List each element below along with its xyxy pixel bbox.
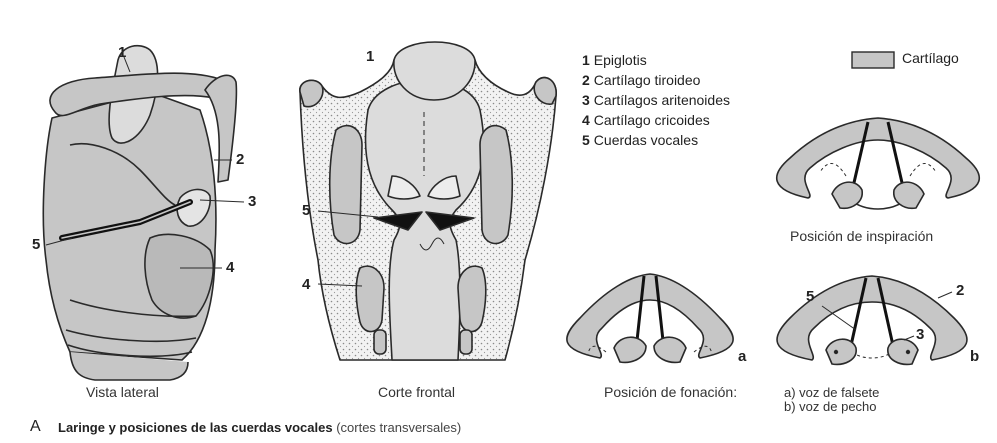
phonation-option-a: a) voz de falsete	[784, 386, 879, 400]
phonation-a-diagram	[567, 274, 733, 362]
lateral-label-3: 3	[248, 193, 256, 210]
swatch-label: Cartílago	[902, 48, 959, 68]
inspiration-diagram	[777, 118, 980, 209]
figure-caption-note: (cortes transversales)	[336, 420, 461, 435]
phonation-label-b: b	[970, 348, 979, 365]
thyroid-plate-left	[330, 126, 362, 244]
phonation-b-label-5: 5	[806, 288, 814, 305]
inspiration-caption: Posición de inspiración	[790, 228, 933, 244]
cricoid-frontal-left	[356, 266, 384, 331]
arytenoid-left-phonation-b	[826, 339, 856, 364]
phonation-b-label-2: 2	[956, 282, 964, 299]
arytenoid-left-phonation-a	[614, 337, 646, 362]
cricoid-frontal-right	[458, 266, 486, 331]
lateral-label-4: 4	[226, 259, 234, 276]
figure-caption: Laringe y posiciones de las cuerdas voca…	[58, 420, 461, 435]
lateral-label-1: 1	[118, 44, 126, 61]
arytenoid-right-phonation-a	[654, 337, 686, 362]
lateral-view	[43, 46, 244, 380]
arytenoid-right-phonation-b	[888, 339, 918, 364]
thyroid-plate-right	[480, 126, 512, 244]
lateral-caption: Vista lateral	[86, 384, 159, 400]
figure-letter: A	[30, 418, 41, 436]
phonation-caption: Posición de fonación:	[604, 384, 737, 400]
cricoid-lateral	[145, 234, 213, 318]
figure-caption-title: Laringe y posiciones de las cuerdas voca…	[58, 420, 333, 435]
lateral-label-5: 5	[32, 236, 40, 253]
frontal-label-1: 1	[366, 48, 374, 65]
thyroid-arc-inspiration	[777, 118, 980, 198]
thyroid-arc-phonation-a	[567, 274, 733, 358]
phonation-option-b: b) voz de pecho	[784, 400, 877, 414]
frontal-label-4: 4	[302, 276, 310, 293]
phonation-label-a: a	[738, 348, 746, 365]
frontal-label-5: 5	[302, 202, 310, 219]
frontal-caption: Corte frontal	[378, 384, 455, 400]
frontal-section	[300, 42, 556, 360]
lateral-label-2: 2	[236, 151, 244, 168]
phonation-b-label-3: 3	[916, 326, 924, 343]
cartilage-swatch	[852, 52, 894, 68]
